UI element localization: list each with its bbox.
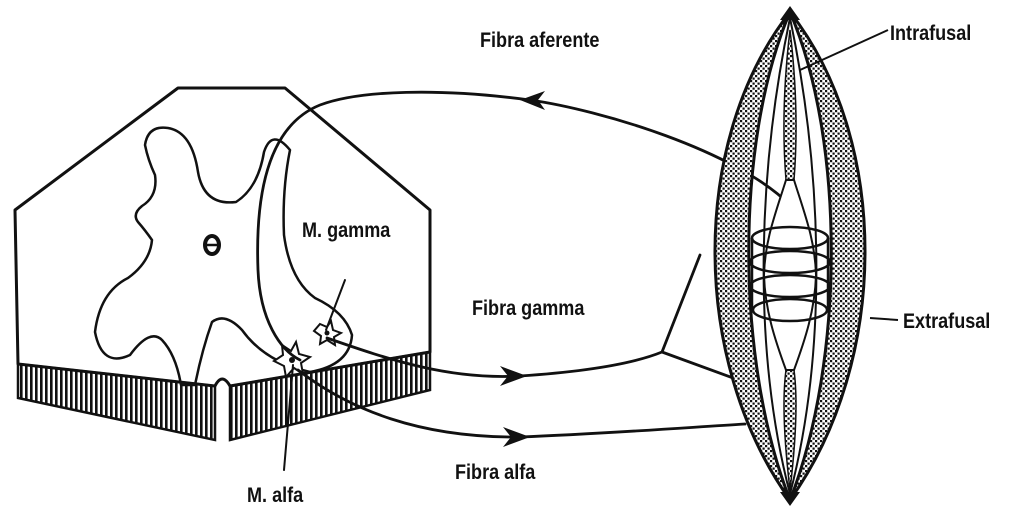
alpha-motoneuron-label: M. alfa: [247, 485, 303, 506]
intrafusal-lower: [784, 370, 796, 490]
intrafusal-upper: [784, 30, 796, 180]
intrafusal-label: Intrafusal: [890, 23, 971, 44]
gamma-fiber-label: Fibra gamma: [472, 298, 584, 319]
spinal-cord-section: [15, 88, 430, 440]
afferent-fiber-label: Fibra aferente: [480, 30, 599, 51]
extrafusal-label: Extrafusal: [903, 311, 990, 332]
gamma-motoneuron-label: M. gamma: [302, 220, 390, 241]
muscle-spindle: [715, 6, 898, 506]
spindle-top-tip: [780, 6, 800, 20]
spindle-bottom-tip: [780, 492, 800, 506]
extrafusal-leader: [870, 318, 898, 320]
alpha-fiber-label: Fibra alfa: [455, 462, 535, 483]
grey-matter-outline: [95, 128, 352, 385]
